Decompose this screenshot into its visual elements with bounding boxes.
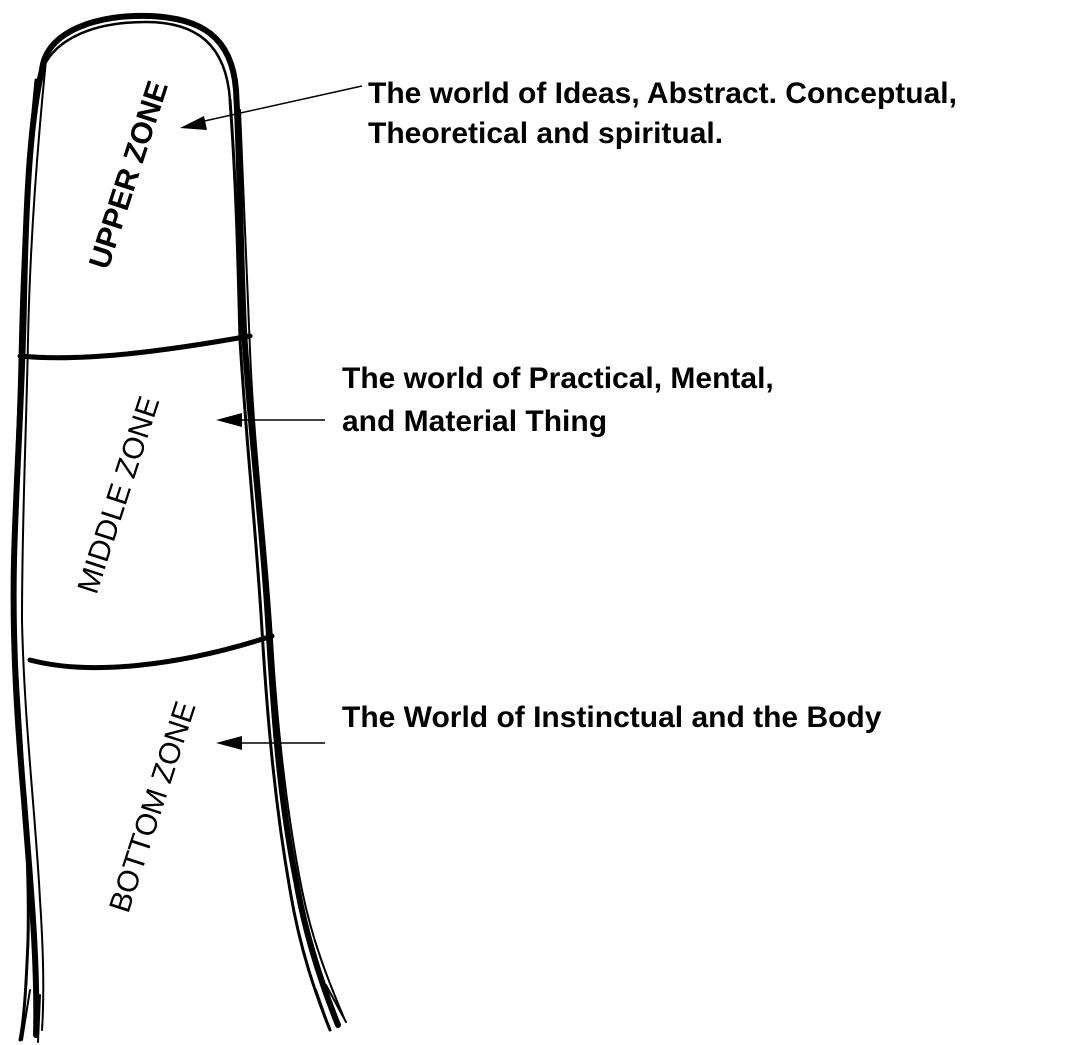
bottom-zone-label: BOTTOM ZONE (103, 698, 202, 917)
middle-zone-arrow (216, 413, 325, 427)
finger-outline (14, 16, 346, 1042)
arrowhead-icon (180, 116, 207, 130)
arrowhead-icon (216, 413, 242, 427)
middle-bottom-divider (30, 636, 272, 668)
upper-zone-description-line2: Theoretical and spiritual. (368, 117, 723, 150)
upper-zone-label: UPPER ZONE (83, 77, 175, 273)
arrowhead-icon (216, 736, 242, 750)
upper-middle-divider (20, 336, 250, 358)
middle-zone-label: MIDDLE ZONE (72, 392, 167, 597)
upper-zone-description-line1: The world of Ideas, Abstract. Conceptual… (368, 77, 957, 110)
bottom-zone-description: The World of Instinctual and the Body (342, 701, 882, 734)
middle-zone-description-line1: The world of Practical, Mental, (342, 362, 774, 395)
upper-zone-arrow (180, 86, 362, 130)
middle-zone-description-line2: and Material Thing (342, 405, 607, 438)
